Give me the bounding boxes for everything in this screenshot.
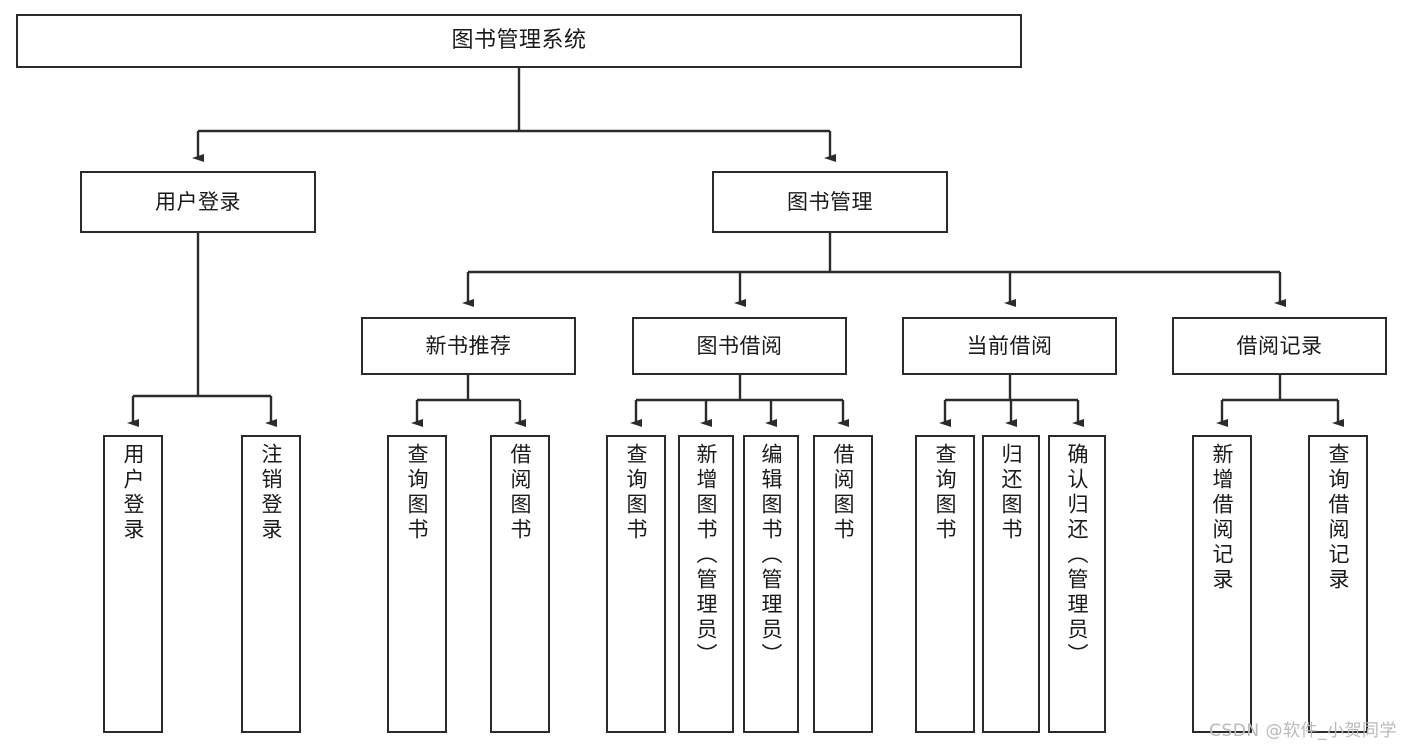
node-book-management[interactable]: 图书管理 — [712, 171, 948, 233]
node-label: 新增图书（管理员） — [694, 443, 719, 668]
leaf-recommend-borrow-book[interactable]: 借阅图书 — [490, 435, 550, 733]
node-label: 用户登录 — [121, 443, 146, 543]
node-label: 图书借阅 — [696, 333, 783, 358]
leaf-recommend-query-book[interactable]: 查询图书 — [387, 435, 447, 733]
node-current-borrow[interactable]: 当前借阅 — [902, 317, 1117, 375]
leaf-record-add-record[interactable]: 新增借阅记录 — [1192, 435, 1252, 733]
node-label: 查询借阅记录 — [1326, 443, 1351, 593]
node-label: 归还图书 — [999, 443, 1024, 543]
leaf-user-logout[interactable]: 注销登录 — [241, 435, 301, 733]
node-new-book-recommend[interactable]: 新书推荐 — [361, 317, 576, 375]
node-root-system[interactable]: 图书管理系统 — [16, 14, 1022, 68]
node-user-login[interactable]: 用户登录 — [80, 171, 316, 233]
leaf-borrow-borrow-book[interactable]: 借阅图书 — [813, 435, 873, 733]
leaf-current-confirm-return-admin[interactable]: 确认归还（管理员） — [1048, 435, 1106, 733]
leaf-current-query-book[interactable]: 查询图书 — [915, 435, 975, 733]
node-label: 查询图书 — [624, 443, 649, 543]
leaf-borrow-edit-book-admin[interactable]: 编辑图书（管理员） — [743, 435, 799, 733]
node-label: 借阅图书 — [831, 443, 856, 543]
node-label: 图书管理系统 — [451, 28, 587, 54]
leaf-current-return-book[interactable]: 归还图书 — [982, 435, 1040, 733]
node-label: 当前借阅 — [966, 333, 1053, 358]
node-label: 图书管理 — [787, 189, 873, 214]
node-label: 借阅记录 — [1236, 333, 1323, 358]
watermark-text: CSDN @软件_小贺同学 — [1209, 721, 1397, 741]
node-label: 新增借阅记录 — [1210, 443, 1235, 593]
leaf-record-query-record[interactable]: 查询借阅记录 — [1308, 435, 1368, 733]
node-label: 查询图书 — [405, 443, 430, 543]
leaf-borrow-add-book-admin[interactable]: 新增图书（管理员） — [678, 435, 734, 733]
node-label: 新书推荐 — [425, 333, 512, 358]
node-label: 确认归还（管理员） — [1065, 443, 1090, 668]
node-label: 借阅图书 — [508, 443, 533, 543]
node-label: 编辑图书（管理员） — [759, 443, 784, 668]
node-label: 注销登录 — [259, 443, 284, 543]
leaf-user-login[interactable]: 用户登录 — [103, 435, 163, 733]
node-book-borrow[interactable]: 图书借阅 — [632, 317, 847, 375]
node-borrow-record[interactable]: 借阅记录 — [1172, 317, 1387, 375]
node-label: 查询图书 — [933, 443, 958, 543]
node-label: 用户登录 — [155, 189, 241, 214]
leaf-borrow-query-book[interactable]: 查询图书 — [606, 435, 666, 733]
